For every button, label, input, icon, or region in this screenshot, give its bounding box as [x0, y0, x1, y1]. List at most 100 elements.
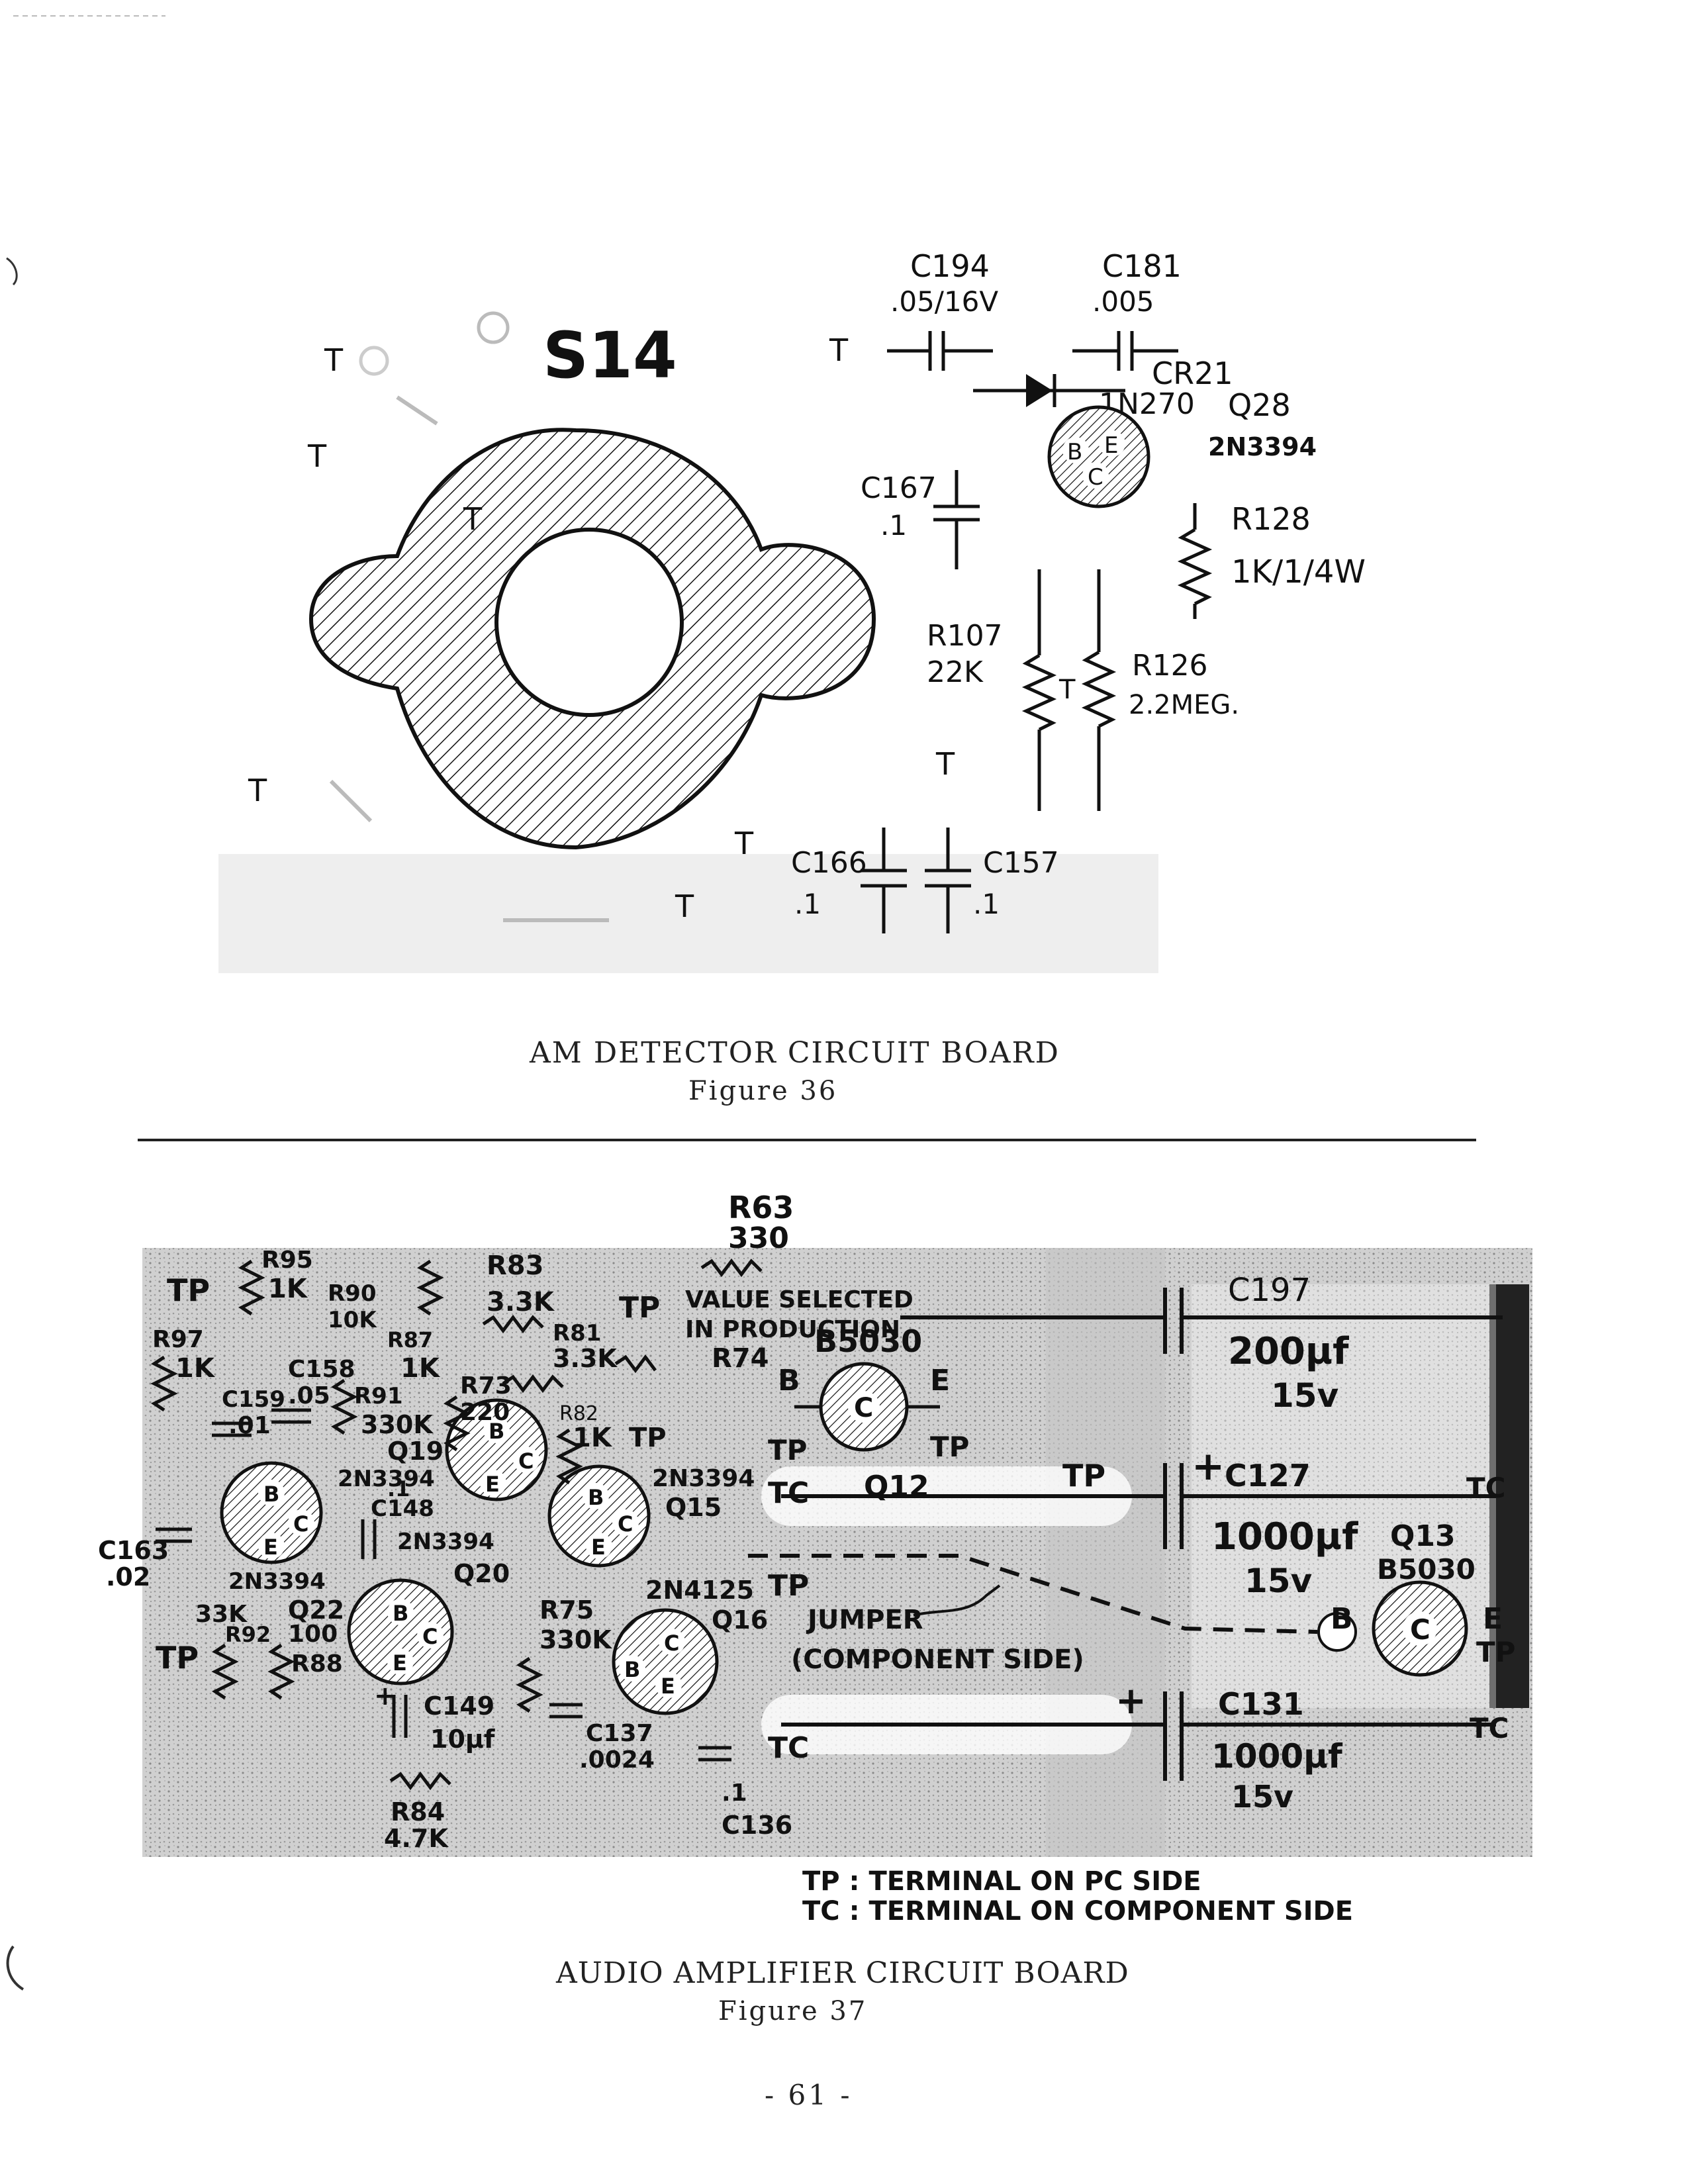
capacitor-c181: [1072, 331, 1178, 371]
resistor-r107: [1021, 569, 1057, 811]
r91-ref: R91: [354, 1383, 403, 1409]
c148-ref: C148: [371, 1496, 434, 1522]
q22-type: 2N3394: [228, 1568, 326, 1595]
q20-pin-e: E: [393, 1650, 407, 1676]
capacitor-c157: [925, 828, 971, 933]
q12-type: B5030: [814, 1323, 922, 1359]
c163-ref: C163: [98, 1536, 169, 1565]
r84-value: 4.7K: [384, 1824, 449, 1853]
q12-pin-e: E: [930, 1364, 950, 1398]
terminal-mark: T: [829, 332, 849, 368]
q28-pin-e: [1099, 430, 1125, 457]
jumper-note: (COMPONENT SIDE): [791, 1644, 1084, 1675]
r126-ref: R126: [1132, 649, 1208, 683]
q28-pin-e-label: E: [1104, 432, 1118, 459]
r92-value: 33K: [195, 1601, 248, 1628]
pad: [359, 346, 389, 376]
legend-tp: TP : TERMINAL ON PC SIDE: [802, 1866, 1201, 1897]
q22-pin-b: B: [263, 1482, 279, 1507]
c149-ref: C149: [424, 1691, 494, 1721]
q19-pin-b: B: [489, 1419, 504, 1444]
r95-value: 1K: [268, 1274, 308, 1304]
q20-pin-b: B: [393, 1601, 408, 1626]
q20-ref: Q20: [453, 1559, 510, 1588]
margin-mark: [6, 257, 18, 286]
r88-ref: R88: [291, 1650, 343, 1678]
capacitor-c194: [887, 331, 993, 371]
capacitor-c167: [933, 470, 980, 569]
small-capacitors: [156, 1408, 731, 1762]
r87-value: 1K: [400, 1353, 441, 1384]
c131-voltage: 15v: [1231, 1779, 1293, 1815]
c194-ref: C194: [910, 248, 990, 284]
transistor-q22: [220, 1461, 323, 1564]
c181-ref: C181: [1102, 248, 1182, 284]
margin-mark: [6, 1945, 24, 1991]
transistor-q19: [445, 1398, 548, 1501]
c149-value: 10µf: [430, 1725, 495, 1754]
page-number: - 61 -: [765, 2079, 853, 2111]
c158-ref: C158: [288, 1356, 355, 1383]
c163-value: .02: [106, 1562, 150, 1591]
jumper-arrow: [913, 1584, 1001, 1617]
q13-pin-e: E: [1483, 1602, 1503, 1636]
terminal-tp: TP: [1476, 1636, 1515, 1668]
c197-ref: C197: [1228, 1272, 1311, 1309]
figure-37-caption: AUDIO AMPLIFIER CIRCUIT BOARD: [556, 1956, 1129, 1990]
c197-value: 200µf: [1228, 1330, 1349, 1373]
terminal-mark: T: [734, 826, 754, 861]
terminal-tp: TP: [768, 1569, 809, 1603]
q13-pin-c: C: [1410, 1613, 1430, 1646]
r82-ref: R82: [559, 1402, 598, 1425]
terminal-tc: TC: [768, 1476, 809, 1510]
r87-ref: R87: [387, 1327, 433, 1353]
s14-center-hole: [494, 528, 684, 717]
terminal-mark: T: [675, 888, 694, 924]
c158-value: .05: [288, 1382, 330, 1409]
q28-pin-c-label: C: [1088, 464, 1103, 491]
r128-ref: R128: [1231, 501, 1311, 537]
r73-ref: R73: [460, 1372, 512, 1400]
q13-pad-b: [1317, 1612, 1357, 1652]
c131-value: 1000µf: [1211, 1737, 1343, 1776]
capacitor-c131: [781, 1691, 1496, 1781]
q12-center-pin: [848, 1391, 880, 1423]
q13-pin-b: B: [1331, 1602, 1353, 1636]
value-selected-note: VALUE SELECTED: [685, 1286, 914, 1313]
q13-center-pin: [1403, 1611, 1437, 1646]
r95-ref: R95: [261, 1247, 313, 1274]
transistor-q16: [612, 1608, 719, 1715]
q16-ref: Q16: [712, 1605, 768, 1635]
r81-value: 3.3K: [553, 1344, 618, 1373]
r107-value: 22K: [927, 655, 984, 689]
q13-type: B5030: [1377, 1553, 1476, 1586]
c197-voltage: 15v: [1271, 1376, 1338, 1415]
switch-label: S14: [543, 318, 677, 393]
jumper-label: JUMPER: [806, 1605, 923, 1635]
c137-value: .0024: [579, 1746, 655, 1774]
r75-ref: R75: [539, 1595, 594, 1625]
terminal-mark: T: [307, 438, 327, 474]
transistor-q20: [347, 1578, 454, 1685]
q20-type: 2N3394: [397, 1529, 494, 1555]
q28-type: 2N3394: [1208, 432, 1317, 461]
q28-pin-b-label: B: [1067, 439, 1082, 465]
r90-ref: R90: [328, 1280, 377, 1307]
c136-ref: C136: [722, 1811, 792, 1840]
c127-voltage: 15v: [1244, 1562, 1312, 1600]
figure-36-diagram: S14 T T T T T T T T T C194 .05/16V C18: [218, 248, 1366, 973]
board-shade: [1046, 1248, 1165, 1857]
terminal-tp: TP: [619, 1291, 660, 1325]
c166-ref: C166: [791, 846, 867, 880]
cr21-ref: CR21: [1152, 356, 1233, 391]
pad: [477, 311, 510, 344]
r97-ref: R97: [152, 1326, 204, 1353]
terminal-tp: TP: [1062, 1458, 1105, 1494]
in-production-note: IN PRODUCTION: [685, 1316, 900, 1343]
c157-ref: C157: [983, 846, 1059, 880]
capacitor-c197: [900, 1288, 1503, 1354]
c157-value: .1: [973, 888, 1000, 920]
c166-value: .1: [794, 888, 821, 920]
q15-type: 2N3394: [652, 1465, 755, 1492]
